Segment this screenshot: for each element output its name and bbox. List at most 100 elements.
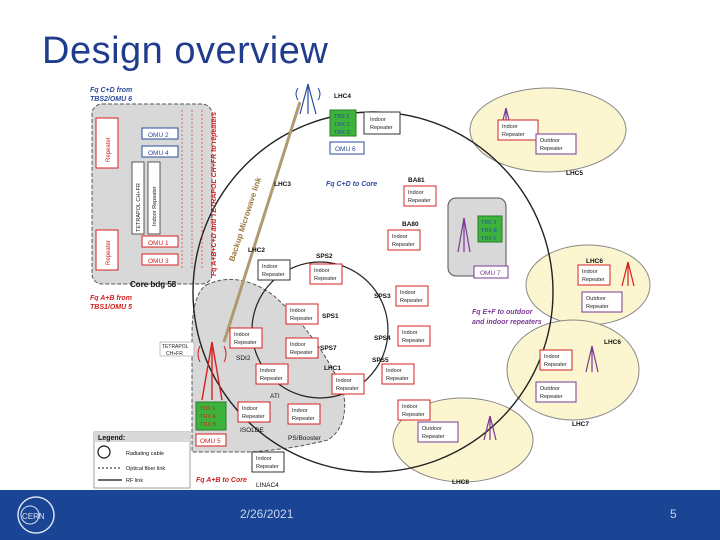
sps1-rep-2: Repeater [290, 316, 313, 322]
sps7-label: SPS7 [320, 345, 337, 352]
lhc8-ind-rep-2: Repeater [402, 412, 425, 418]
lhc8-label: LHC8 [452, 479, 469, 486]
ba80-label: BA80 [402, 221, 419, 228]
omu4-label: OMU 4 [148, 150, 169, 157]
lhc8-out-rep-1: Outdoor [422, 426, 442, 432]
sps5-rep-2: Repeater [386, 376, 409, 382]
ps-rep-2: Repeater [292, 416, 315, 422]
sps4-rep-1: Indoor [402, 330, 418, 336]
lhc7-ind-rep-2: Repeater [544, 362, 567, 368]
omu1-label: OMU 1 [148, 240, 169, 247]
lhc2-rep-1: Indoor [262, 264, 278, 270]
tbs2-box-line1: TBS 2 [334, 114, 349, 120]
ba81-rep-1: Indoor [408, 190, 424, 196]
zone-lhc7 [506, 319, 640, 421]
tbs2-omu6-label: TBS2/OMU 6 [90, 96, 132, 103]
lhc7-out-rep-2: Repeater [540, 394, 563, 400]
omu7-label: OMU 7 [480, 270, 501, 277]
tetrapol-chfr-vertical: TETRAPOL CH+FR [136, 183, 142, 232]
sdi2-label: SDI2 [236, 355, 251, 362]
sps2-rep-1: Indoor [314, 268, 330, 274]
sps1-rep-1: Indoor [290, 308, 306, 314]
sps2-rep-2: Repeater [314, 276, 337, 282]
sps5-rep-1: Indoor [386, 368, 402, 374]
tbs3-box-line3: TRX F [481, 236, 498, 242]
lhc4-repeater-line1: Indoor [370, 117, 386, 123]
tetrapol-small-1: TETRAPOL [162, 344, 189, 350]
right-ind-rep-1: Indoor [582, 269, 598, 275]
footer-bar [0, 490, 720, 540]
tbs1-omu5-label: TBS1/OMU 5 [90, 304, 132, 311]
tbs3-box-line1: TBS 3 [481, 220, 496, 226]
isolde-rep-1: Indoor [242, 406, 258, 412]
sps2-label: SPS2 [316, 253, 333, 260]
tbs3-box-line2: TRX E [481, 228, 498, 234]
fq-ab-from-label: Fq A+B from [90, 295, 132, 302]
omu3-label: OMU 3 [148, 258, 169, 265]
and-indoor-repeaters-label: and indoor repeaters [472, 319, 542, 326]
lhc2-rep-2: Repeater [262, 272, 285, 278]
lhc1-rep-1: Indoor [336, 378, 352, 384]
tbs2-box-line2: TRX C [334, 122, 351, 128]
lhc7-label: LHC7 [572, 421, 589, 428]
fq-abcd-to-repeaters-label: Fq A+B+C+D and TETRAPOL CH+FR to repeate… [211, 112, 218, 276]
antenna-lhc4 [295, 83, 321, 115]
sps3-rep-2: Repeater [400, 298, 423, 304]
ps-rep-1: Indoor [292, 408, 308, 414]
tbs2-box-line3: TRX D [334, 130, 351, 136]
ba80-rep-2: Repeater [392, 242, 415, 248]
sps7-rep-1: Indoor [290, 342, 306, 348]
antenna-lhc7 [585, 345, 599, 373]
legend-title: Legend: [98, 435, 125, 442]
fq-cd-from-label: Fq C+D from [90, 87, 132, 94]
lhc6-partial: LHC6 [586, 258, 603, 265]
legend-item-radiating: Radiating cable [126, 451, 164, 457]
meyrin-rep2-2: Repeater [260, 376, 283, 382]
lhc3-label: LHC3 [274, 181, 291, 188]
omu6-label: OMU 6 [335, 146, 356, 153]
sps4-label: SPS4 [374, 335, 391, 342]
lhc2-label: LHC2 [248, 247, 265, 254]
sps4-rep-2: Repeater [402, 338, 425, 344]
sps3-rep-1: Indoor [400, 290, 416, 296]
ba81-label: BA81 [408, 177, 425, 184]
lhc4-repeater-line2: Repeater [370, 125, 393, 131]
meyrin-rep1-1: Indoor [234, 332, 250, 338]
lhc5-out-rep-2: Repeater [540, 146, 563, 152]
page-number: 5 [670, 507, 677, 521]
cern-logo: CERN [17, 496, 55, 534]
right-out-rep-2: Repeater [586, 304, 609, 310]
lhc7-ind-rep-1: Indoor [544, 354, 560, 360]
fq-cd-to-core-label: Fq C+D to Core [326, 181, 377, 188]
ba81-rep-2: Repeater [408, 198, 431, 204]
lhc5-ind-rep-2: Repeater [502, 132, 525, 138]
antenna-tbs1 [197, 341, 227, 401]
sps7-rep-2: Repeater [290, 350, 313, 356]
legend-item-optical: Optical fiber link [126, 466, 165, 472]
lhc5-out-rep-1: Outdoor [540, 138, 560, 144]
isolde-label: ISOLDE [240, 427, 265, 434]
zone-lhc5 [469, 87, 627, 173]
right-ind-rep-2: Repeater [582, 277, 605, 283]
ati-label: ATI [270, 393, 280, 400]
lhc5-label: LHC5 [566, 170, 583, 177]
right-out-rep-1: Outdoor [586, 296, 606, 302]
isolde-rep-2: Repeater [242, 414, 265, 420]
sps5-label: SPS5 [372, 357, 389, 364]
sps1-label: SPS1 [322, 313, 339, 320]
ba80-rep-1: Indoor [392, 234, 408, 240]
legend-item-rf: RF link [126, 478, 143, 484]
repeater-label-bottom: Repeater [106, 240, 112, 265]
lhc6-label: LHC6 [604, 339, 621, 346]
tetrapol-small-2: CH+FR [166, 351, 183, 357]
meyrin-rep2-1: Indoor [260, 368, 276, 374]
linac-rep-2: Repeater [256, 464, 279, 470]
omu5-label: OMU 5 [200, 438, 221, 445]
repeater-label-top: Repeater [106, 137, 112, 162]
sps3-label: SPS3 [374, 293, 391, 300]
network-diagram: Repeater OMU 2 OMU 4 TETRAPOL CH+FR Indo… [88, 80, 654, 490]
lhc4-label: LHC4 [334, 93, 351, 100]
core-bdg-label: Core bdg 58 [130, 280, 177, 289]
fq-ef-to-outdoor-label: Fq E+F to outdoor [472, 309, 534, 316]
antenna-right [621, 261, 635, 287]
